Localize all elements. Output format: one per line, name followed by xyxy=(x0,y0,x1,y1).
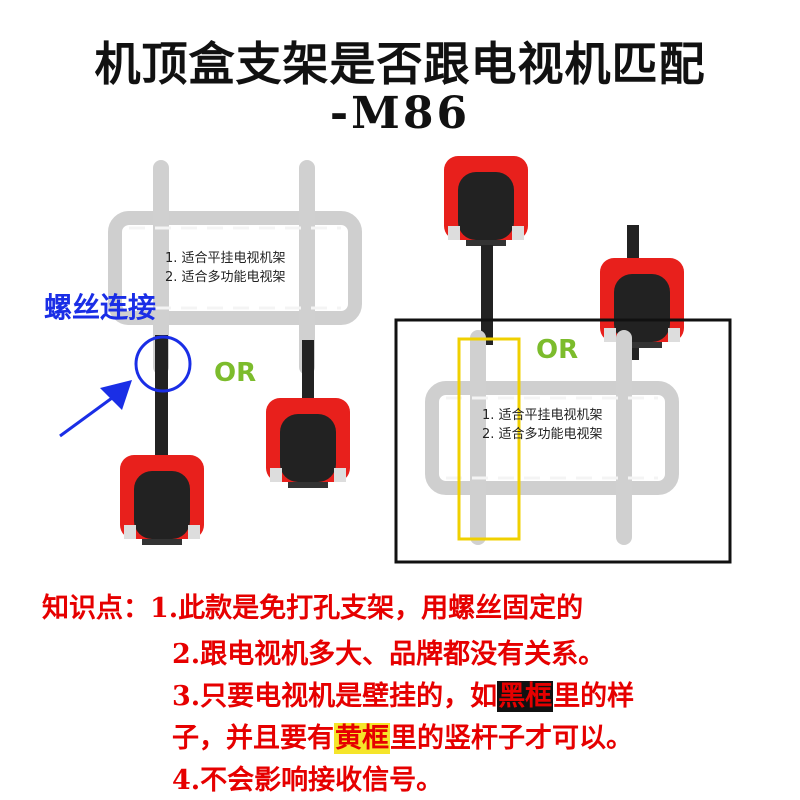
notes-prefix: 知识点： xyxy=(42,593,150,624)
left-box-side xyxy=(266,398,350,488)
note-2: 2.跟电视机多大、品牌都没有关系。 xyxy=(172,639,606,670)
left-mount-text1: 1. 适合平挂电视机架 xyxy=(165,251,286,266)
title-line2: -M86 xyxy=(329,88,471,139)
note-1-text: 1.此款是免打孔支架，用螺丝固定的 xyxy=(150,593,584,624)
arrow-icon xyxy=(100,380,132,410)
note-4: 4.不会影响接收信号。 xyxy=(172,765,444,796)
or-right: OR xyxy=(536,335,579,365)
note-3c: 子，并且要有 xyxy=(172,723,334,754)
note-3d: 里的竖杆子才可以。 xyxy=(390,723,633,754)
right-mount-text1: 1. 适合平挂电视机架 xyxy=(482,408,603,423)
black-frame xyxy=(394,318,732,564)
title-line1: 机顶盒支架是否跟电视机匹配 xyxy=(94,37,706,91)
right-box-side xyxy=(600,258,684,348)
left-box-hanging xyxy=(120,455,204,545)
screw-label: 螺丝连接 xyxy=(44,291,157,324)
right-mount-text2: 2. 适合多功能电视架 xyxy=(482,427,603,442)
note-3b: 里的样 xyxy=(553,681,635,712)
note-3: 3.只要电视机是壁挂的，如黑框里的样 xyxy=(172,674,634,713)
right-mount-text: 1. 适合平挂电视机架 2. 适合多功能电视架 xyxy=(482,406,603,444)
screw-circle xyxy=(134,335,192,393)
note-3-cont: 子，并且要有黄框里的竖杆子才可以。 xyxy=(172,716,633,755)
note-3a: 3.只要电视机是壁挂的，如 xyxy=(172,681,498,712)
left-mount-text2: 2. 适合多功能电视架 xyxy=(165,270,286,285)
left-mount-text: 1. 适合平挂电视机架 2. 适合多功能电视架 xyxy=(165,249,286,287)
left-pole xyxy=(155,335,168,465)
right-box-top xyxy=(444,156,528,246)
black-frame-highlight: 黑框 xyxy=(497,681,554,712)
yellow-frame-highlight: 黄框 xyxy=(334,723,390,754)
yellow-frame xyxy=(457,337,521,541)
or-left: OR xyxy=(214,358,257,388)
note-1: 知识点：1.此款是免打孔支架，用螺丝固定的 xyxy=(42,586,583,625)
